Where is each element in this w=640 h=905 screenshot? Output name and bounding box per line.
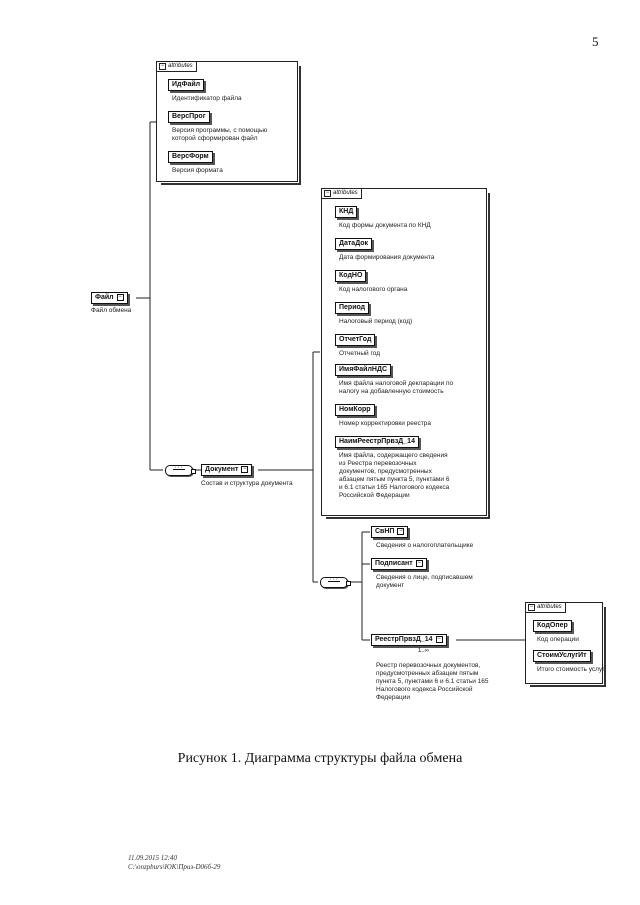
attr-desc: Итого стоимость услуг (537, 666, 605, 673)
attr-data-dok: ДатаДок (335, 238, 373, 250)
element-desc: документ (376, 582, 405, 589)
attr-desc: Версия формата (172, 167, 223, 174)
expand-icon: − (116, 294, 124, 301)
footer-timestamp: 11.09.2015 12:40 (128, 854, 178, 862)
attr-kod-no: КодНО (335, 270, 367, 282)
multiplicity-label: 1..∞ (418, 648, 429, 654)
attr-imya-fail-nds: ИмяФайлНДС (335, 364, 392, 376)
element-reestr-prvzd: РеестрПрвзД_14− (371, 634, 447, 646)
figure-caption: Рисунок 1. Диаграмма структуры файла обм… (177, 751, 463, 766)
attr-vers-form: ВерсФорм (168, 151, 213, 163)
attributes-header: −attributes (322, 189, 362, 199)
attr-desc: Код формы документа по КНД (339, 222, 431, 229)
page-number: 5 (592, 34, 599, 49)
expand-icon: − (397, 528, 405, 535)
expand-icon: − (241, 466, 249, 473)
attr-desc: Код операции (537, 636, 579, 643)
attr-desc: из Реестра перевозочных (339, 460, 417, 467)
element-desc: Федерации (376, 694, 411, 701)
root-node-label: Файл (95, 294, 114, 301)
attr-desc: Российской Федерации (339, 492, 410, 499)
attr-desc: Номер корректировки реестра (339, 420, 431, 427)
element-document: Документ− (201, 464, 253, 476)
attr-stoim-uslug-it: СтоимУслугИт (533, 650, 591, 662)
attr-desc: Код налогового органа (339, 286, 408, 293)
element-desc: Сведения о лице, подписавшем (376, 574, 473, 581)
element-desc: Налогового кодекса Российской (376, 686, 473, 693)
attr-desc: Идентификатор файла (172, 95, 242, 102)
attr-desc: Версия программы, с помощью (172, 127, 268, 134)
attr-otchet-god: ОтчетГод (335, 334, 376, 346)
collapse-icon: − (324, 190, 331, 197)
attributes-header: −attributes (157, 62, 197, 72)
attr-nom-korr: НомКорр (335, 404, 375, 416)
element-desc: Реестр перевозочных документов, (376, 662, 481, 669)
attr-desc: документов, предусмотренных (339, 468, 432, 475)
attr-knd: КНД (335, 206, 358, 218)
element-desc: Сведения о налогоплательщике (376, 542, 474, 549)
collapse-icon: − (159, 63, 166, 70)
attr-desc: Дата формирования документа (339, 254, 435, 261)
collapse-icon: − (528, 604, 535, 611)
attr-id-file: ИдФайл (168, 79, 205, 91)
attr-vers-prog: ВерсПрог (168, 111, 210, 123)
footer-path: C:\onzpburs\ЮК\Приз-D06б-29 (128, 863, 221, 871)
attr-desc: которой сформирован файл (172, 135, 258, 142)
root-node-desc: Файл обмена (91, 307, 132, 314)
attr-desc: абзацем пятым пункта 5, пунктами 6 (339, 476, 450, 483)
attr-desc: Имя файла, содержащего сведения (339, 452, 448, 459)
attributes-header: −attributes (526, 603, 566, 613)
expand-icon: − (435, 636, 443, 643)
root-node-file: Файл− (91, 292, 128, 304)
expand-icon: − (415, 560, 423, 567)
element-document-desc: Состав и структура документа (201, 480, 293, 487)
attr-desc: Имя файла налоговой декларации по (339, 380, 454, 387)
sequence-icon (320, 576, 351, 588)
attr-desc: Налоговый период (код) (339, 318, 413, 325)
element-desc: пункта 5, пунктами 6 и 6.1 статьи 165 (376, 678, 489, 685)
element-sv-np: СвНП− (371, 526, 409, 538)
attr-desc: налогу на добавленную стоимость (339, 388, 444, 395)
element-podpisant: Подписант− (371, 558, 427, 570)
attr-kod-oper: КодОпер (533, 620, 572, 632)
attr-naim-reestr: НаимРеестрПрвзД_14 (335, 436, 419, 448)
sequence-icon (165, 464, 196, 476)
registry-attributes-group: −attributes (525, 602, 606, 687)
element-desc: предусмотренных абзацем пятым (376, 670, 479, 677)
attr-desc: Отчетный год (339, 350, 380, 357)
attr-period: Период (335, 302, 370, 314)
attr-desc: и 6.1 статьи 165 Налогового кодекса (339, 484, 450, 491)
